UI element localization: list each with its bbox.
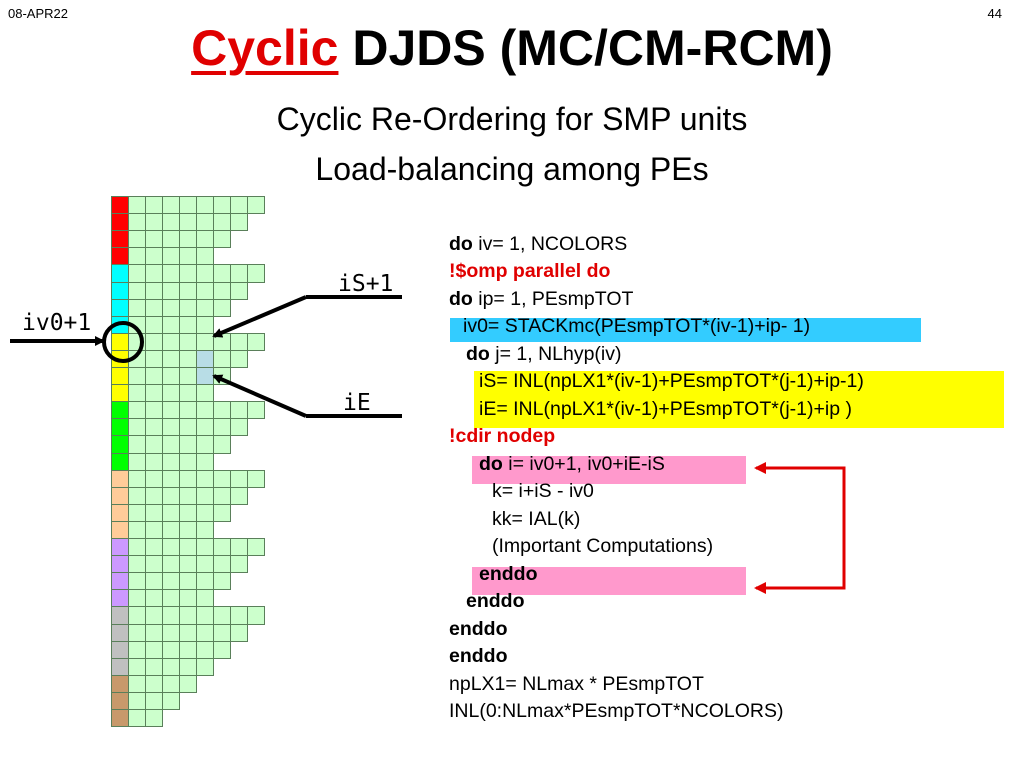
code-line-16: enddo	[449, 645, 508, 667]
matrix-cell	[247, 470, 265, 488]
iE-arrow	[212, 374, 307, 418]
matrix-cell	[247, 333, 265, 351]
page-number: 44	[987, 6, 1002, 21]
subtitle-line-1: Cyclic Re-Ordering for SMP units	[276, 101, 748, 137]
matrix-cell	[230, 213, 248, 231]
label-iv0: iv0+1	[22, 310, 92, 336]
code-line-14: enddo	[466, 590, 525, 612]
matrix-cell	[213, 504, 231, 522]
subtitle-line-2: Load-balancing among PEs	[315, 151, 709, 187]
matrix-cell	[230, 487, 248, 505]
code-line-7: iE= INL(npLX1*(iv-1)+PEsmpTOT*(j-1)+ip )	[479, 398, 852, 420]
matrix-cell	[230, 418, 248, 436]
inner-do-highlight	[472, 456, 746, 484]
slide-title: Cyclic DJDS (MC/CM-RCM)	[0, 20, 1024, 76]
label-iS: iS+1	[338, 271, 394, 297]
matrix-cell	[230, 624, 248, 642]
matrix-cell	[213, 572, 231, 590]
matrix-cell	[230, 555, 248, 573]
matrix-cell	[196, 658, 214, 676]
matrix-cell	[247, 538, 265, 556]
code-line-9: do i= iv0+1, iv0+iE-iS	[479, 453, 665, 475]
code-line-2: !$omp parallel do	[449, 260, 611, 282]
code-line-13: enddo	[479, 563, 538, 585]
code-line-4: iv0= STACKmc(PEsmpTOT*(iv-1)+ip- 1)	[463, 315, 811, 337]
matrix-cell	[179, 675, 197, 693]
iS-arrow	[212, 295, 307, 338]
matrix-cell	[213, 641, 231, 659]
code-line-12: (Important Computations)	[492, 535, 714, 557]
slide-date: 08-APR22	[8, 6, 68, 21]
code-line-18: INL(0:NLmax*PEsmpTOT*NCOLORS)	[449, 700, 784, 722]
matrix-cell	[213, 435, 231, 454]
matrix-cell	[230, 350, 248, 368]
matrix-cell	[162, 692, 180, 710]
code-line-8: !cdir nodep	[449, 425, 556, 447]
loop-arrow	[754, 466, 846, 594]
matrix-cell	[145, 709, 163, 727]
matrix-cell	[247, 264, 265, 283]
code-line-17: npLX1= NLmax * PEsmpTOT	[449, 673, 704, 695]
iv0-circle	[102, 321, 144, 363]
matrix-cell	[230, 282, 248, 300]
code-line-6: iS= INL(npLX1*(iv-1)+PEsmpTOT*(j-1)+ip-1…	[479, 370, 864, 392]
code-line-5: do j= 1, NLhyp(iv)	[466, 343, 622, 365]
matrix-cell	[213, 230, 231, 248]
range-highlight	[474, 371, 1004, 428]
code-line-3: do ip= 1, PEsmpTOT	[449, 288, 634, 310]
stack-highlight	[450, 318, 921, 342]
matrix-cell	[247, 401, 265, 419]
label-iE: iE	[343, 390, 371, 416]
matrix-cell	[247, 606, 265, 625]
title-cyclic: Cyclic	[191, 20, 339, 76]
matrix-cell	[247, 196, 265, 214]
inner-enddo-highlight	[472, 567, 746, 595]
matrix-cell	[213, 299, 231, 317]
code-line-15: enddo	[449, 618, 508, 640]
title-rest: DJDS (MC/CM-RCM)	[352, 20, 833, 76]
code-line-10: k= i+iS - iv0	[492, 480, 594, 502]
code-line-11: kk= IAL(k)	[492, 508, 581, 530]
code-line-1: do iv= 1, NCOLORS	[449, 233, 628, 255]
